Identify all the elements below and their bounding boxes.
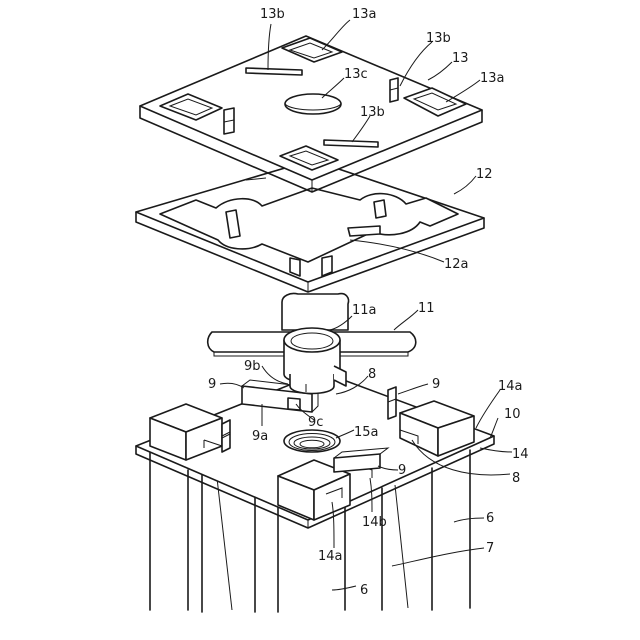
label-13b-mid: 13b xyxy=(360,105,385,120)
label-9c: 9c xyxy=(308,415,323,430)
label-7: 7 xyxy=(486,541,494,556)
label-6-right: 6 xyxy=(486,511,494,526)
label-9-left: 9 xyxy=(208,377,216,392)
label-8-right: 8 xyxy=(512,471,520,486)
label-6-bottom: 6 xyxy=(360,583,368,598)
label-12: 12 xyxy=(476,167,493,182)
label-11a: 11a xyxy=(352,303,377,318)
label-12a: 12a xyxy=(444,257,469,272)
label-11: 11 xyxy=(418,301,435,316)
label-13c: 13c xyxy=(344,67,368,82)
label-15a: 15a xyxy=(354,425,379,440)
label-13b-right: 13b xyxy=(426,31,451,46)
label-9-right: 9 xyxy=(432,377,440,392)
label-13a-top: 13a xyxy=(352,7,377,22)
top-plate xyxy=(140,36,482,192)
label-9a: 9a xyxy=(252,429,268,444)
label-14a-top: 14a xyxy=(498,379,523,394)
base-body xyxy=(136,372,494,612)
label-14: 14 xyxy=(512,447,529,462)
label-8-top: 8 xyxy=(368,367,376,382)
label-14a-bottom: 14a xyxy=(318,549,343,564)
label-14b: 14b xyxy=(362,515,387,530)
label-13a-right: 13a xyxy=(480,71,505,86)
label-13b-top: 13b xyxy=(260,7,285,22)
label-10: 10 xyxy=(504,407,521,422)
label-9b: 9b xyxy=(244,359,261,374)
label-13: 13 xyxy=(452,51,469,66)
label-9-mid: 9 xyxy=(398,463,406,478)
cross-spring-member xyxy=(208,293,416,393)
